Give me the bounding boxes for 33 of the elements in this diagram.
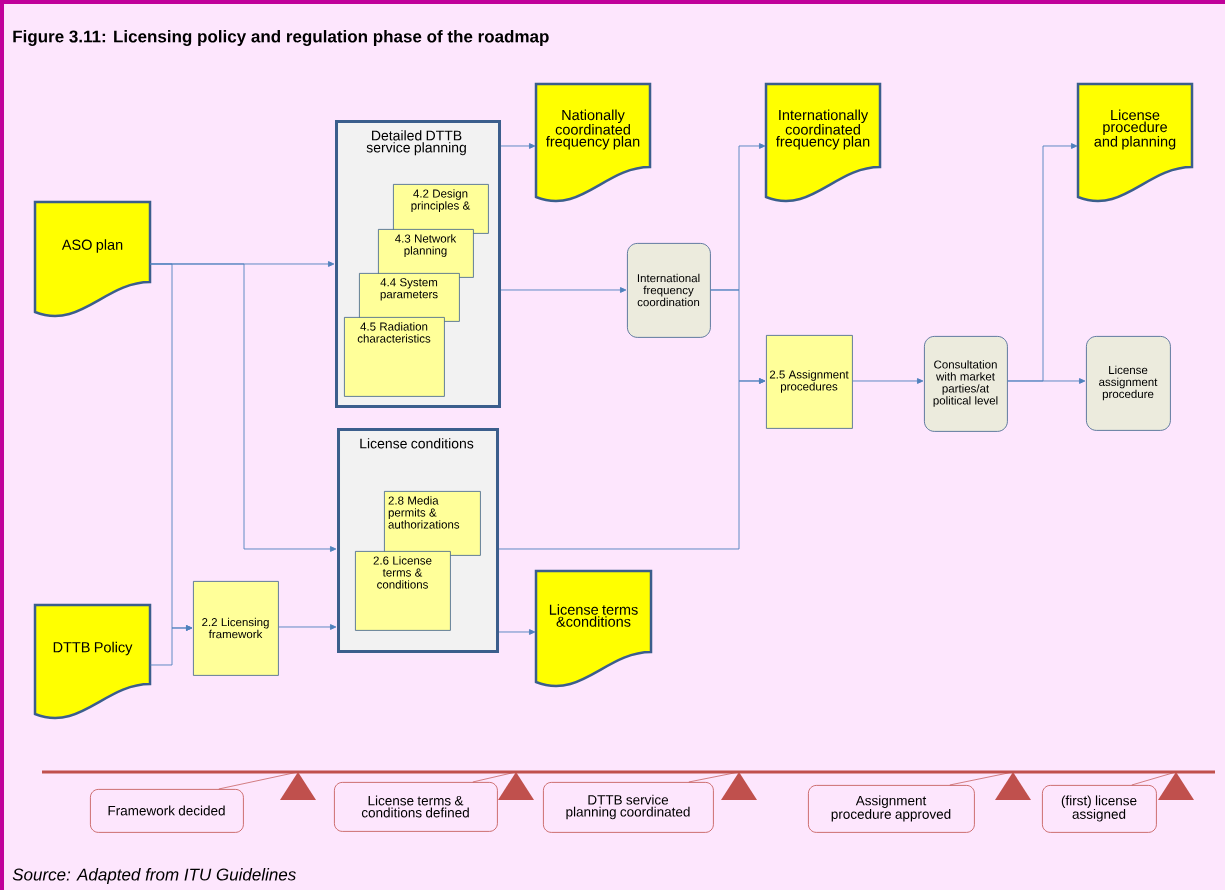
rounded-box: International frequency coordination <box>627 243 711 338</box>
arrow <box>500 143 536 149</box>
arrow <box>278 624 337 630</box>
process-box: 2.5 Assignment procedures <box>766 335 853 429</box>
milestone-callout: (first) license assigned <box>1042 785 1157 833</box>
figure-title: Figure 3.11: Licensing policy and regulation phase of the roadmap <box>13 30 549 46</box>
arrow <box>498 378 766 550</box>
connector-line <box>1131 771 1177 786</box>
milestone-callout: Framework decided <box>90 789 244 833</box>
process-box: 2.8 Media permits & authorizations <box>384 491 481 556</box>
process-box: 4.5 Radiation characteristics <box>344 317 445 397</box>
arrow <box>498 629 536 635</box>
milestone-triangle <box>280 772 316 800</box>
process-box: 4.4 System parameters <box>359 273 460 322</box>
source-caption: Source: Adapted from ITU Guidelines <box>12 868 296 884</box>
process-box: 2.6 License terms & conditions <box>355 551 451 631</box>
process-box: 4.3 Network planning <box>378 229 474 278</box>
milestone-triangle <box>498 772 534 800</box>
arrow <box>852 378 924 384</box>
milestone-triangle <box>721 772 757 800</box>
rounded-box: License assignment procedure <box>1086 336 1171 431</box>
arrow <box>149 263 337 552</box>
arrow <box>500 287 627 293</box>
milestone-callout: DTTB service planning coordinated <box>543 782 714 833</box>
milestone-callout: License terms & conditions defined <box>334 782 498 832</box>
arrow <box>149 625 193 666</box>
process-box: 2.2 Licensing framework <box>193 581 279 676</box>
rounded-box: Consultation with market parties/at political level <box>924 336 1008 432</box>
milestone-triangle <box>995 772 1031 800</box>
milestone-callout: Assignment procedure approved <box>808 785 975 833</box>
arrow <box>1007 378 1086 384</box>
milestone-triangle <box>1158 772 1194 800</box>
process-box: 4.2 Design principles & <box>393 184 489 234</box>
